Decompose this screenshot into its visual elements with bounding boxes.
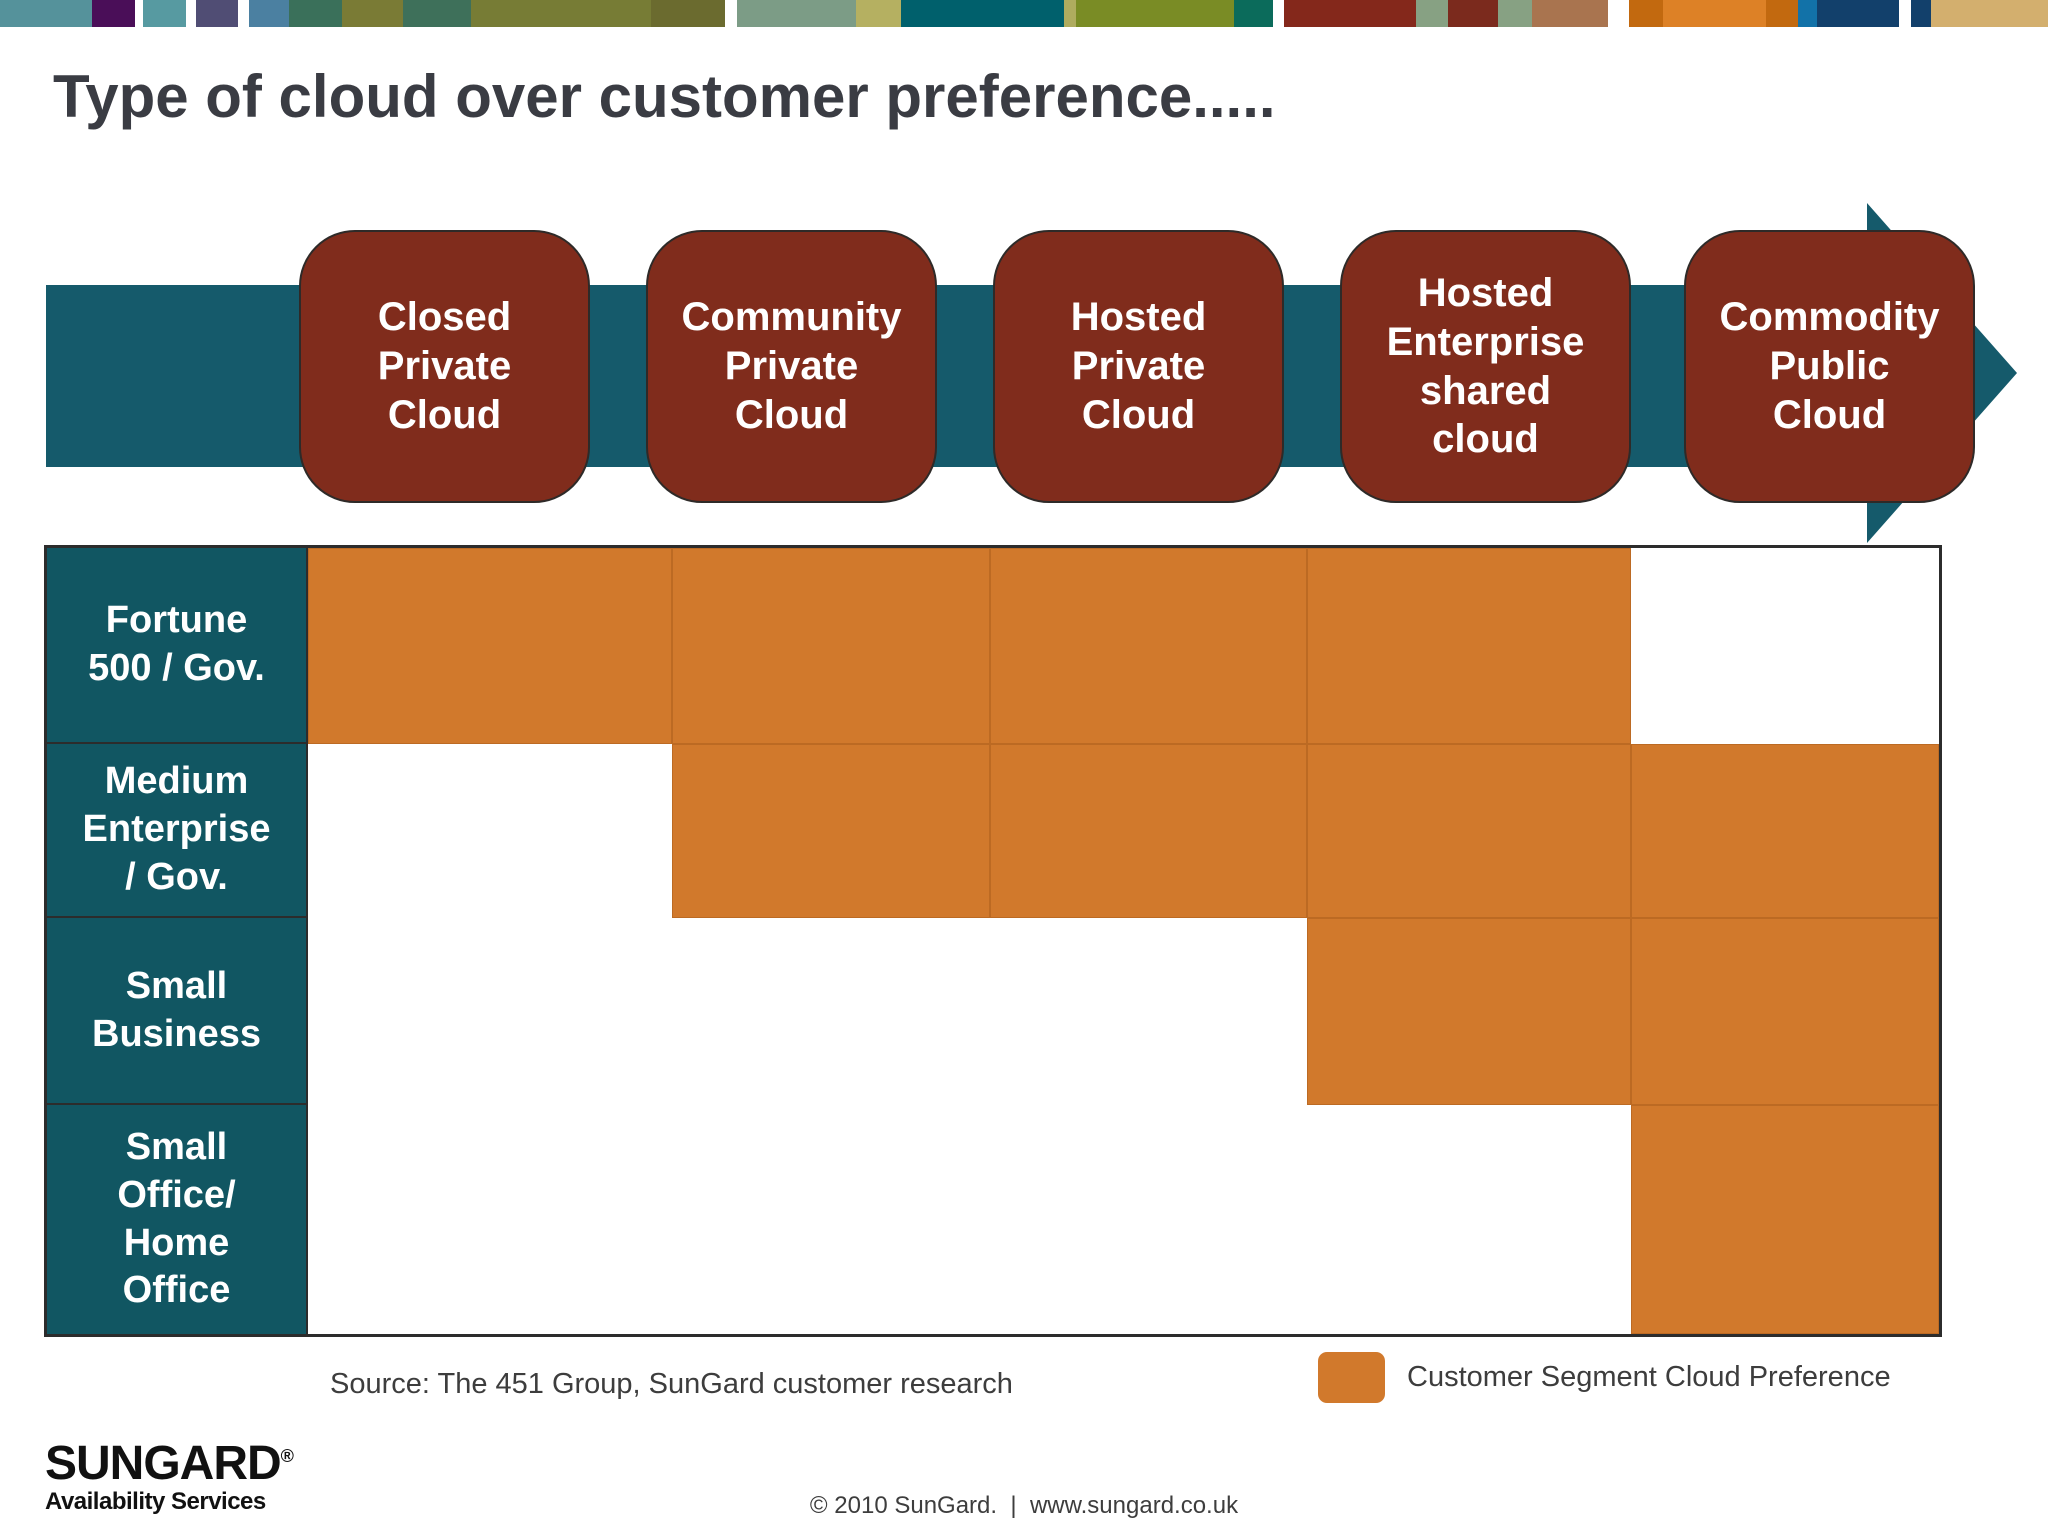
strip-color-block bbox=[856, 0, 901, 27]
legend-swatch bbox=[1318, 1352, 1385, 1403]
row-label-small-business: Small Business bbox=[47, 918, 308, 1105]
strip-color-block bbox=[1234, 0, 1273, 27]
preference-cell-on bbox=[990, 548, 1307, 744]
strip-color-block bbox=[1532, 0, 1608, 27]
preference-cell-on bbox=[672, 744, 990, 918]
legend: Customer Segment Cloud Preference bbox=[1318, 1352, 1891, 1403]
strip-color-block bbox=[1448, 0, 1498, 27]
strip-color-block bbox=[0, 0, 92, 27]
preference-cell-on bbox=[1631, 918, 1939, 1105]
preference-cell-on bbox=[990, 744, 1307, 918]
strip-color-block bbox=[901, 0, 1064, 27]
strip-color-block bbox=[1064, 0, 1076, 27]
strip-color-block bbox=[1629, 0, 1663, 27]
registered-mark: ® bbox=[280, 1446, 294, 1466]
strip-color-block bbox=[1817, 0, 1899, 27]
strip-color-block bbox=[342, 0, 403, 27]
strip-color-block bbox=[289, 0, 342, 27]
decorative-color-strip bbox=[0, 0, 2048, 27]
row-label-medium-enterprise-gov: Medium Enterprise / Gov. bbox=[47, 744, 308, 918]
preference-cell-off bbox=[990, 918, 1307, 1105]
cloud-type-box-closed-private: Closed Private Cloud bbox=[299, 230, 590, 503]
preference-cell-on bbox=[1307, 744, 1631, 918]
strip-color-block bbox=[1076, 0, 1234, 27]
cloud-type-box-commodity-public: Commodity Public Cloud bbox=[1684, 230, 1975, 503]
preference-cell-off bbox=[308, 1105, 672, 1334]
preference-cell-off bbox=[308, 744, 672, 918]
strip-color-block bbox=[1931, 0, 2048, 27]
cloud-type-box-hosted-enterprise-shared: Hosted Enterprise shared cloud bbox=[1340, 230, 1631, 503]
source-note: Source: The 451 Group, SunGard customer … bbox=[330, 1368, 1013, 1400]
logo-wordmark: SUNGARD® bbox=[45, 1437, 294, 1490]
page-title: Type of cloud over customer preference..… bbox=[53, 63, 1276, 130]
strip-color-block bbox=[92, 0, 135, 27]
preference-cell-on bbox=[1307, 918, 1631, 1105]
cloud-type-box-community-private: Community Private Cloud bbox=[646, 230, 937, 503]
strip-color-block bbox=[1498, 0, 1532, 27]
strip-color-block bbox=[196, 0, 238, 27]
preference-cell-on bbox=[1631, 744, 1939, 918]
preference-cell-off bbox=[990, 1105, 1307, 1334]
cloud-type-label: Hosted Private Cloud bbox=[1070, 295, 1207, 437]
row-label-small-office-home-office: Small Office/ Home Office bbox=[47, 1105, 308, 1334]
strip-color-block bbox=[1798, 0, 1817, 27]
strip-color-block bbox=[471, 0, 651, 27]
strip-color-block bbox=[651, 0, 725, 27]
cloud-type-label: Hosted Enterprise shared cloud bbox=[1386, 270, 1585, 462]
strip-color-block bbox=[1766, 0, 1798, 27]
strip-color-block bbox=[1663, 0, 1766, 27]
strip-color-block bbox=[737, 0, 856, 27]
cloud-type-label: Closed Private Cloud bbox=[377, 295, 512, 437]
copyright-line: © 2010 SunGard. | www.sungard.co.uk bbox=[809, 1492, 1239, 1519]
preference-cell-off bbox=[672, 918, 990, 1105]
preference-cell-off bbox=[308, 918, 672, 1105]
strip-color-block bbox=[1911, 0, 1931, 27]
cloud-type-label: Community Private Cloud bbox=[681, 295, 902, 437]
preference-cell-on bbox=[308, 548, 672, 744]
strip-color-block bbox=[403, 0, 471, 27]
strip-color-block bbox=[1416, 0, 1448, 27]
strip-color-block bbox=[1284, 0, 1416, 27]
legend-label: Customer Segment Cloud Preference bbox=[1407, 1361, 1891, 1393]
preference-cell-off bbox=[1631, 548, 1939, 744]
preference-cell-on bbox=[1307, 548, 1631, 744]
strip-color-block bbox=[249, 0, 289, 27]
preference-cell-off bbox=[672, 1105, 990, 1334]
cloud-type-box-hosted-private: Hosted Private Cloud bbox=[993, 230, 1284, 503]
strip-color-block bbox=[143, 0, 186, 27]
row-label-fortune-500-gov: Fortune 500 / Gov. bbox=[47, 548, 308, 744]
cloud-type-label: Commodity Public Cloud bbox=[1719, 295, 1940, 437]
preference-cell-on bbox=[672, 548, 990, 744]
preference-cell-on bbox=[1631, 1105, 1939, 1334]
preference-cell-off bbox=[1307, 1105, 1631, 1334]
logo-tagline: Availability Services bbox=[45, 1488, 266, 1515]
sungard-logo: SUNGARD® Availability Services bbox=[45, 1437, 294, 1516]
